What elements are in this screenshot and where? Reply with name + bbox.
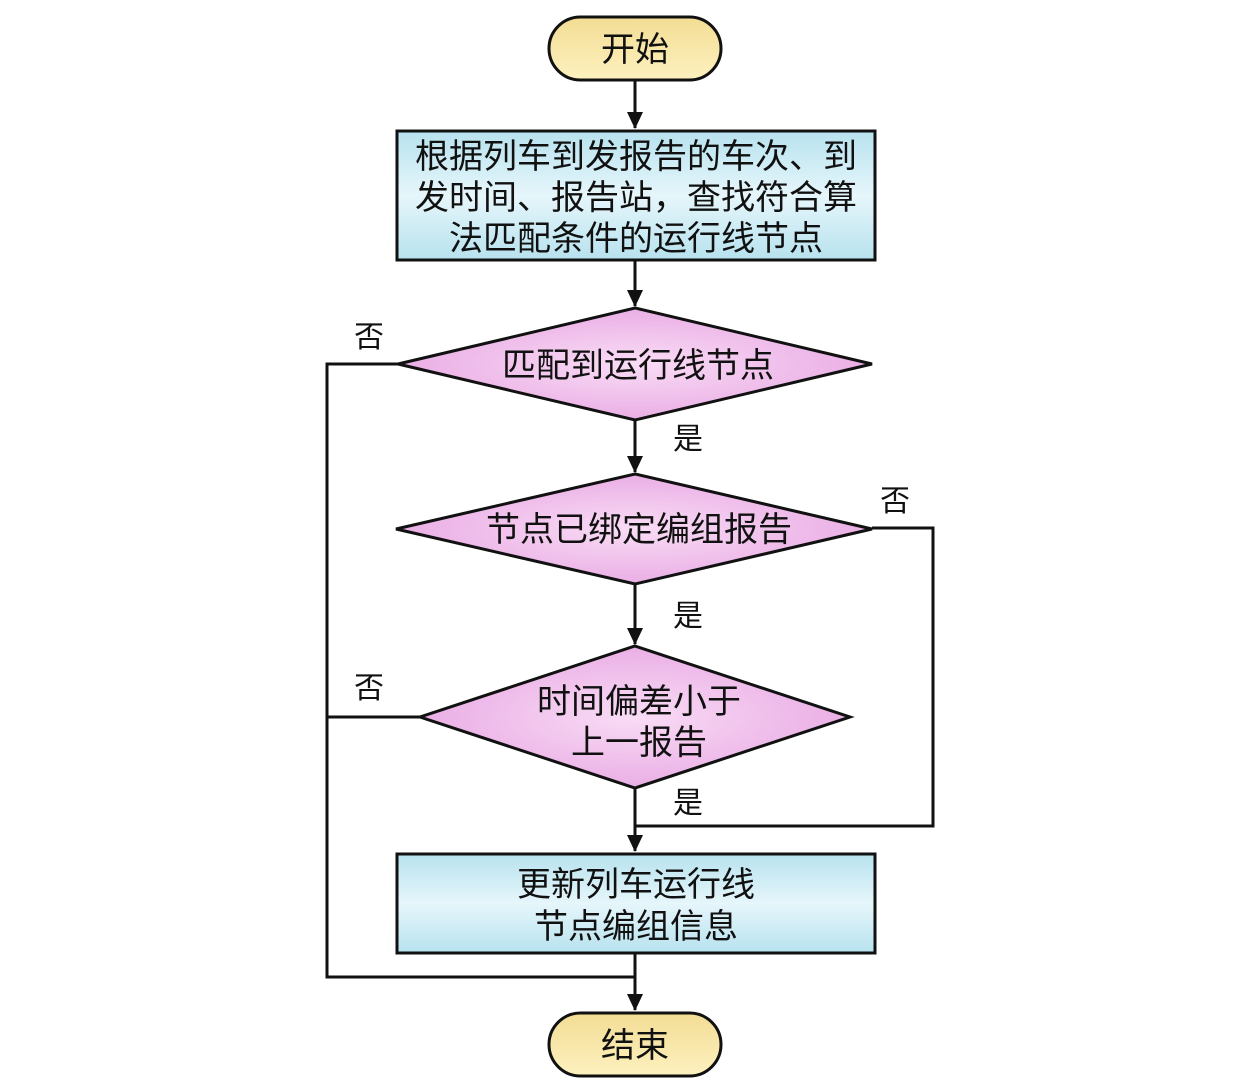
edge-label-time-no: 否 (354, 671, 384, 706)
edge-label-match-no: 否 (354, 320, 384, 355)
edge-match-no (325, 362, 635, 979)
node-start: 开始 (547, 15, 723, 82)
node-bound-decision: 节点已绑定编组报告 (395, 472, 873, 586)
process-shape (395, 129, 877, 262)
edge-bound-no (635, 526, 935, 828)
node-end: 结束 (547, 1011, 723, 1078)
node-label: 开始 (601, 30, 669, 70)
terminal-shape (547, 1011, 723, 1078)
decision-shape (397, 306, 873, 422)
edges (325, 80, 935, 1011)
node-label: 节点已绑定编组报告 (486, 510, 792, 550)
arrowhead-icon (627, 835, 643, 852)
decision-shape (395, 472, 873, 586)
arrowhead-icon (627, 112, 643, 129)
edge-label-time-yes: 是 (673, 786, 703, 821)
node-label: 法匹配条件的运行线节点 (449, 219, 823, 259)
node-label: 时间偏差小于 (537, 682, 741, 722)
node-label: 上一报告 (571, 723, 707, 763)
node-time-decision: 时间偏差小于 上一报告 (415, 644, 855, 790)
node-label: 根据列车到发报告的车次、到 (415, 137, 857, 177)
node-find-node: 根据列车到发报告的车次、到 发时间、报告站，查找符合算 法匹配条件的运行线节点 (395, 129, 877, 262)
arrowhead-icon (627, 994, 643, 1011)
node-label: 结束 (601, 1026, 669, 1066)
terminal-shape (547, 15, 723, 82)
edge-label-bound-no: 否 (880, 484, 910, 519)
node-label: 更新列车运行线 (517, 865, 755, 905)
node-label: 发时间、报告站，查找符合算 (415, 178, 857, 218)
arrowhead-icon (627, 290, 643, 307)
node-match-decision: 匹配到运行线节点 (397, 306, 873, 422)
node-update-node: 更新列车运行线 节点编组信息 (395, 852, 877, 955)
edge-labels: 否 是 否 是 否 是 (354, 320, 910, 821)
edge-label-bound-yes: 是 (673, 599, 703, 634)
arrowhead-icon (627, 456, 643, 473)
decision-shape (415, 644, 855, 790)
edge-label-match-yes: 是 (673, 422, 703, 457)
process-shape (395, 852, 877, 955)
node-label: 匹配到运行线节点 (502, 346, 774, 386)
node-label: 节点编组信息 (534, 907, 738, 947)
arrowhead-icon (627, 628, 643, 645)
